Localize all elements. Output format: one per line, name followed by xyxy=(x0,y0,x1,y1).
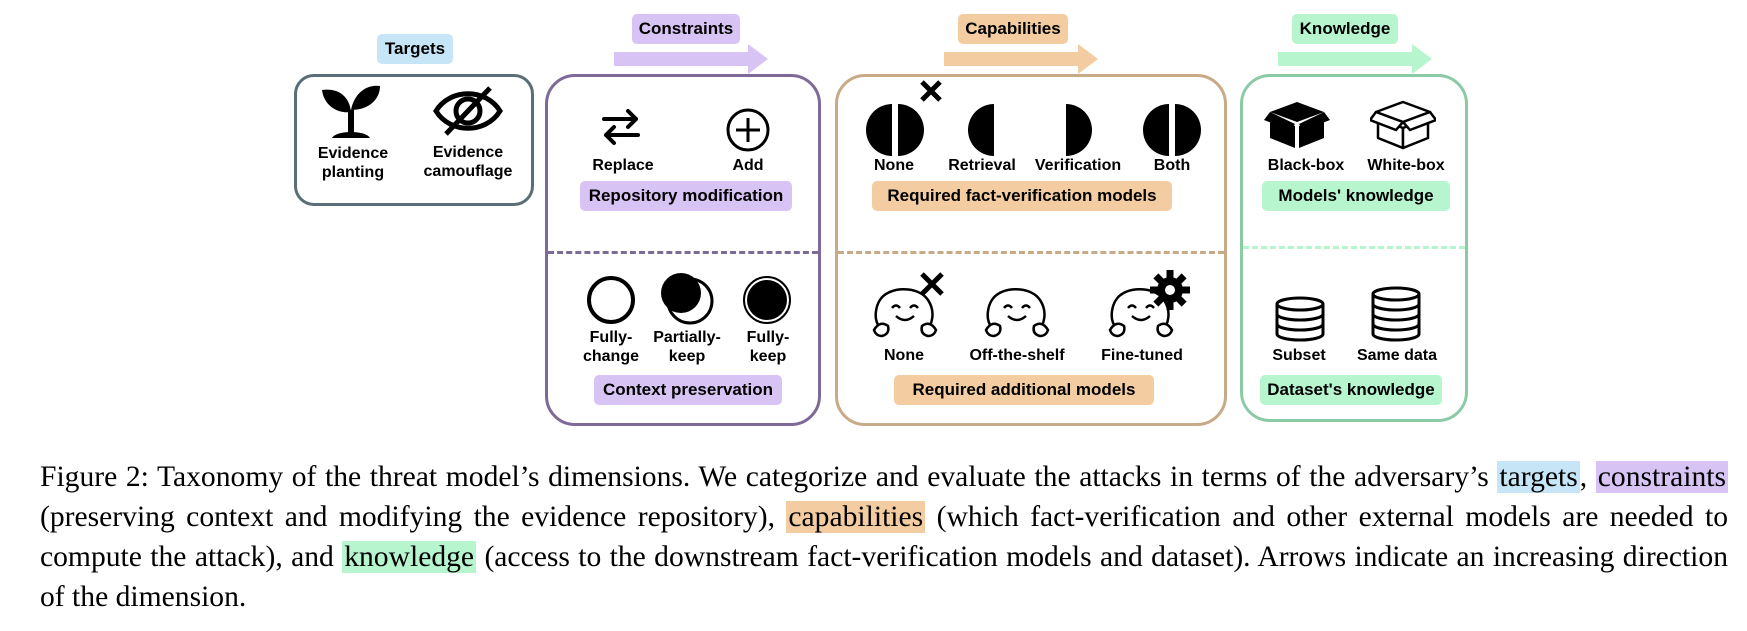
capabilities-arrow-icon xyxy=(944,44,1098,74)
caption-highlight-capabilities: capabilities xyxy=(786,501,926,533)
database-small-icon xyxy=(1275,296,1325,342)
replace-label: Replace xyxy=(592,157,654,174)
half-filled-circle-icon xyxy=(661,273,714,325)
database-icon xyxy=(1371,286,1421,342)
right-half-icon xyxy=(1066,104,1092,156)
capabilities-title: Capabilities xyxy=(958,14,1068,44)
retrieval-label: Retrieval xyxy=(948,157,1016,174)
caption-sep: , xyxy=(1579,461,1596,493)
eye-slash-icon xyxy=(433,86,503,136)
capabilities-none-label: None xyxy=(874,157,914,174)
face-icon xyxy=(984,287,1050,338)
constraints-arrow-icon xyxy=(614,44,768,74)
black-box-icon xyxy=(1264,102,1330,148)
context-preservation-tag: Context preservation xyxy=(594,375,782,405)
caption-highlight-targets: targets xyxy=(1497,461,1580,493)
fine-tuned-label: Fine-tuned xyxy=(1101,347,1183,364)
caption-suffix: (access to the downstream fact-verificat… xyxy=(40,541,1728,613)
sprout-icon xyxy=(322,85,380,138)
fully-change-label: Fully-change xyxy=(582,329,639,365)
figure-caption: Figure 2: Taxonomy of the threat model’s… xyxy=(40,457,1728,617)
white-box-label: White-box xyxy=(1367,157,1445,174)
caption-prefix: Figure 2: Taxonomy of the threat model’s… xyxy=(40,461,1498,493)
verification-label: Verification xyxy=(1034,157,1122,174)
empty-circle-icon xyxy=(587,276,635,324)
filled-circle-icon xyxy=(743,276,791,324)
required-fact-verification-models-tag: Required fact-verification models xyxy=(872,181,1172,211)
plus-circle-icon xyxy=(726,108,770,152)
add-label: Add xyxy=(732,157,764,174)
caption-mid1: (preserving context and modifying the ev… xyxy=(40,501,787,533)
repository-modification-tag: Repository modification xyxy=(580,181,792,211)
datasets-knowledge-tag: Dataset's knowledge xyxy=(1260,375,1442,405)
partially-keep-label: Partially-keep xyxy=(653,329,721,365)
black-box-label: Black-box xyxy=(1267,157,1345,174)
fully-keep-label: Fully-keep xyxy=(746,329,790,365)
constraints-divider xyxy=(548,251,818,254)
subset-label: Subset xyxy=(1272,347,1326,364)
knowledge-divider xyxy=(1243,246,1465,249)
models-knowledge-tag: Models' knowledge xyxy=(1262,181,1450,211)
white-box-icon xyxy=(1370,100,1436,150)
left-half-icon xyxy=(968,104,994,156)
face-gear-icon xyxy=(1108,270,1190,338)
knowledge-arrow-icon xyxy=(1278,44,1432,74)
split-circle-crossed-icon xyxy=(866,80,942,156)
caption-mid2: (which fact-verification and other exter… xyxy=(40,501,1728,573)
required-additional-models-tag: Required additional models xyxy=(894,375,1154,405)
constraints-panel xyxy=(545,74,821,426)
swap-arrows-icon xyxy=(602,109,640,145)
off-the-shelf-label: Off-the-shelf xyxy=(969,347,1065,364)
capabilities-divider xyxy=(838,251,1224,254)
targets-title: Targets xyxy=(377,34,453,64)
same-data-label: Same data xyxy=(1356,347,1438,364)
caption-highlight-constraints: constraints xyxy=(1595,461,1728,493)
constraints-title: Constraints xyxy=(632,14,740,44)
additional-none-label: None xyxy=(884,347,924,364)
split-circle-icon xyxy=(1143,104,1201,156)
both-label: Both xyxy=(1153,157,1191,174)
caption-highlight-knowledge: knowledge xyxy=(342,541,477,573)
face-crossed-icon xyxy=(872,272,944,338)
knowledge-title: Knowledge xyxy=(1292,14,1398,44)
